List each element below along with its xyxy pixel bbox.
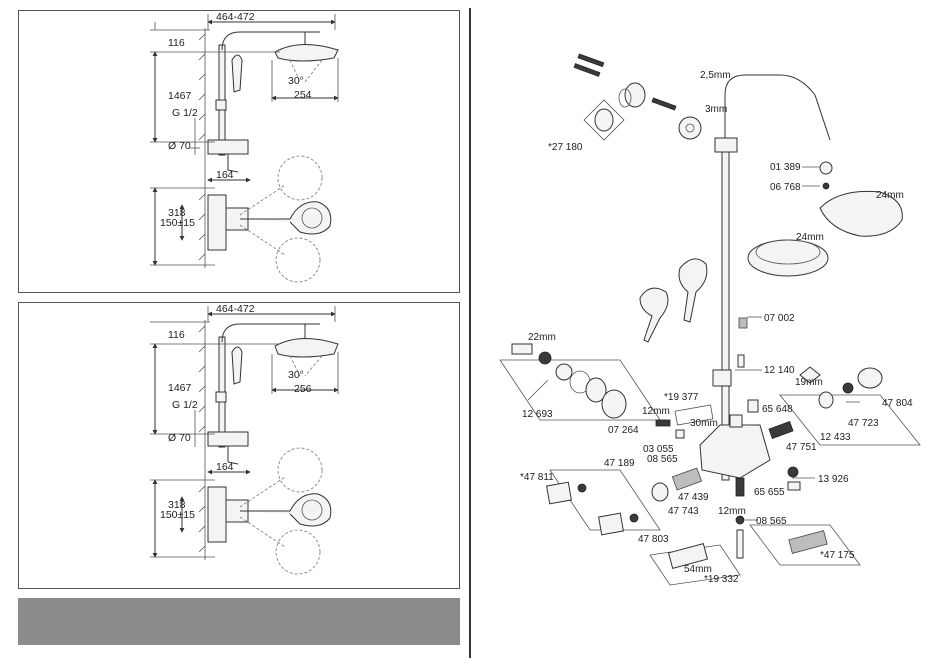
tool-size-labels: 2,5mm 3mm 24mm 24mm 22mm 19mm 12mm 30mm … [528, 70, 904, 575]
part-47811: *47 811 [520, 472, 554, 483]
tool-size-1: 2,5mm [700, 70, 731, 81]
part-number-labels: *27 180 01 389 06 768 07 002 12 140 12 6… [520, 142, 913, 585]
angle-label: 30° [288, 369, 304, 381]
tool-size-9: 12mm [718, 506, 746, 517]
part-06768: 06 768 [770, 182, 801, 193]
mixer-height-label: 318 [168, 207, 186, 219]
part-12433: 12 433 [820, 432, 851, 443]
thread-label: G 1/2 [172, 399, 198, 411]
part-08565-b: 08 565 [756, 516, 787, 527]
part-19377: *19 377 [664, 392, 699, 403]
tool-size-4: 24mm [796, 232, 824, 243]
part-47439: 47 439 [678, 492, 709, 503]
part-07002: 07 002 [764, 313, 795, 324]
spacing-label: 150±15 [160, 217, 195, 229]
part-12693: 12 693 [522, 409, 553, 420]
head-width-label: 256 [294, 383, 312, 395]
thread-label: G 1/2 [172, 107, 198, 119]
part-47723: 47 723 [848, 418, 879, 429]
width-label: 464-472 [216, 303, 255, 315]
dimension-labels-2: 464-472 116 1467 G 1/2 Ø 70 30° 256 164 … [160, 303, 312, 521]
mixer-height-label: 318 [168, 499, 186, 511]
tool-size-8: 30mm [690, 418, 718, 429]
page-divider [469, 8, 471, 658]
footer-bar [18, 598, 460, 645]
tool-size-7: 12mm [642, 406, 670, 417]
head-width-label: 254 [294, 89, 312, 101]
dimension-labels-1: 464-472 116 1467 G 1/2 Ø 70 30° 254 164 … [160, 11, 312, 229]
height-label: 1467 [168, 382, 192, 394]
part-27180: *27 180 [548, 142, 583, 153]
part-07264: 07 264 [608, 425, 639, 436]
part-12140: 12 140 [764, 365, 795, 376]
width-label: 464-472 [216, 11, 255, 23]
shower-dimension-drawing-2 [150, 306, 339, 575]
shower-dimension-drawing-1 [150, 14, 339, 283]
depth-label: 164 [216, 169, 234, 181]
tool-size-3: 24mm [876, 190, 904, 201]
exploded-view-drawing [499, 53, 921, 586]
top-offset-label: 116 [168, 329, 185, 341]
part-47804: 47 804 [882, 398, 913, 409]
part-47189: 47 189 [604, 458, 635, 469]
depth-label: 164 [216, 461, 234, 473]
part-47175: *47 175 [820, 550, 855, 561]
part-01389: 01 389 [770, 162, 801, 173]
tool-size-6: 19mm [795, 377, 823, 388]
height-label: 1467 [168, 90, 192, 102]
part-08565-a: 08 565 [647, 454, 678, 465]
part-13926: 13 926 [818, 474, 849, 485]
tool-size-2: 3mm [705, 104, 727, 115]
tool-size-5: 22mm [528, 332, 556, 343]
diameter-label: Ø 70 [168, 432, 191, 444]
diameter-label: Ø 70 [168, 140, 191, 152]
part-65655: 65 655 [754, 487, 785, 498]
part-65648: 65 648 [762, 404, 793, 415]
part-47743: 47 743 [668, 506, 699, 517]
tool-size-10: 54mm [684, 564, 712, 575]
angle-label: 30° [288, 75, 304, 87]
part-03055: 03 055 [643, 444, 674, 455]
top-offset-label: 116 [168, 37, 185, 49]
part-19332: *19 332 [704, 574, 739, 585]
part-47751: 47 751 [786, 442, 817, 453]
part-47803: 47 803 [638, 534, 669, 545]
spacing-label: 150±15 [160, 509, 195, 521]
